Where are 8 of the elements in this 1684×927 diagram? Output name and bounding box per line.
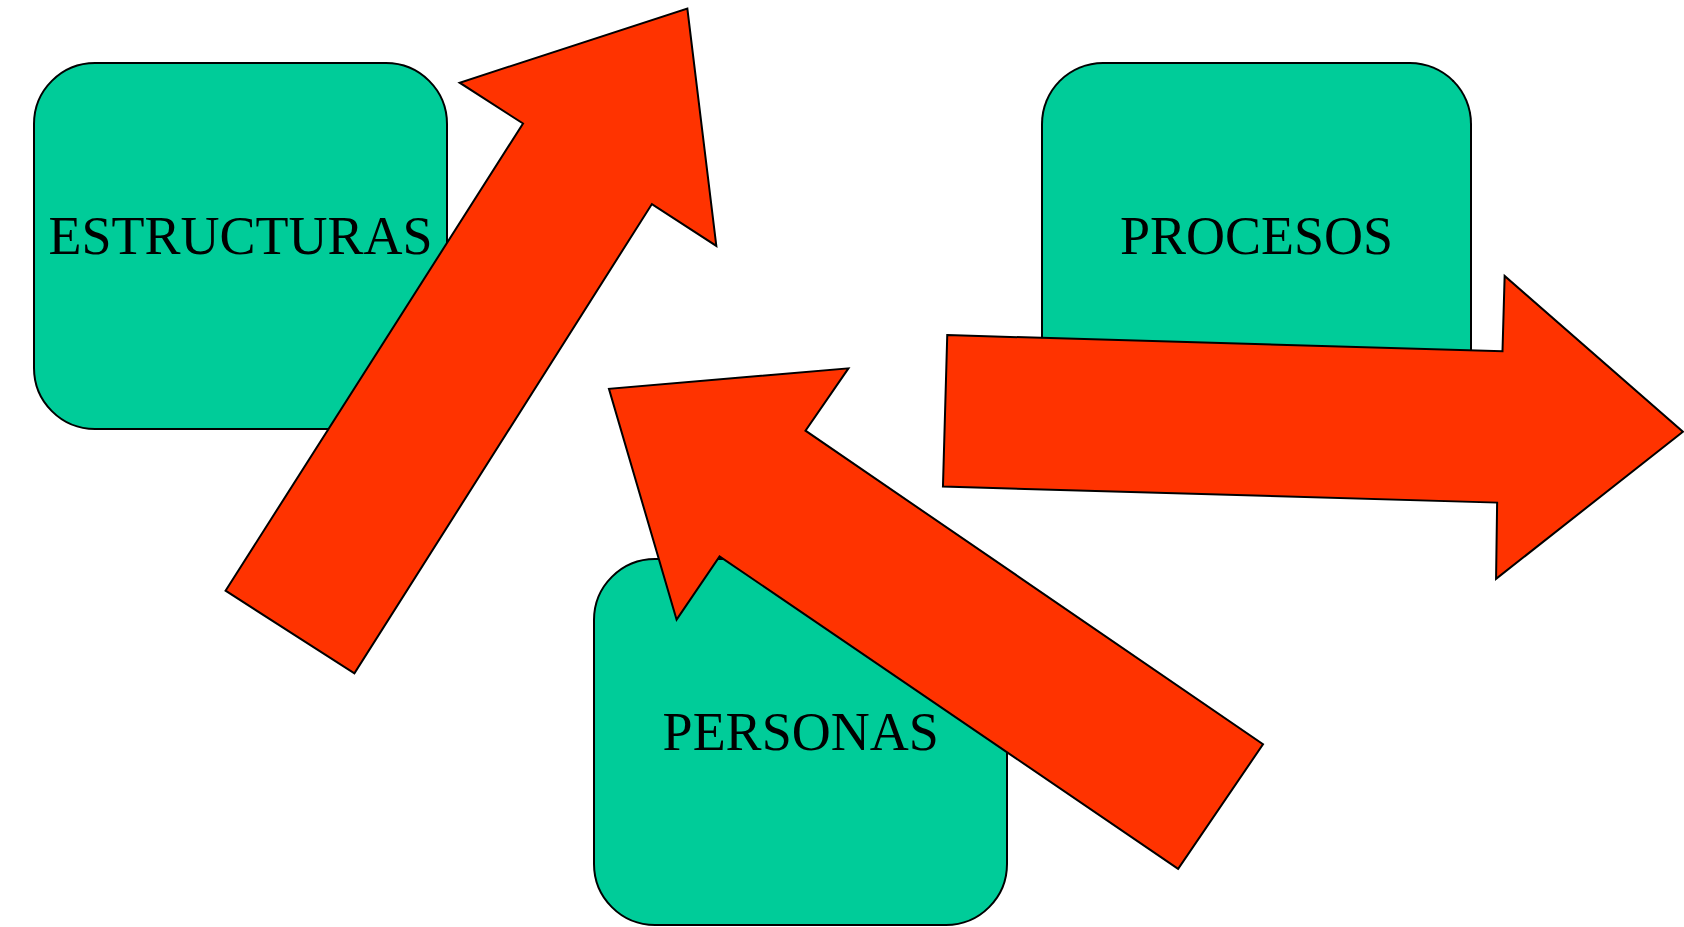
box-label: PERSONAS <box>662 705 939 760</box>
block-arrow <box>941 273 1684 581</box>
block-arrow <box>607 367 1265 871</box>
box-label: ESTRUCTURAS <box>48 209 433 264</box>
rounded-box <box>33 62 448 430</box>
box-label: PROCESOS <box>1119 209 1394 264</box>
block-arrow <box>224 7 718 675</box>
rounded-box <box>1040 62 1473 351</box>
